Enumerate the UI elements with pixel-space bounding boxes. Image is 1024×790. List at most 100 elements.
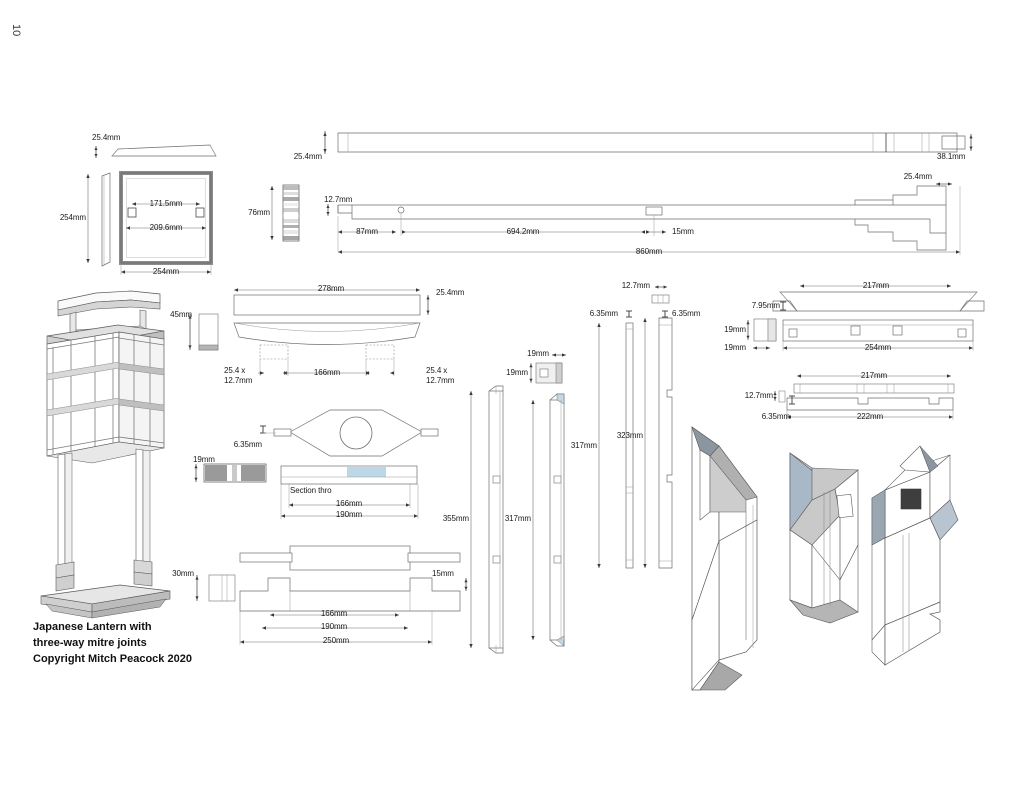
label-cap-width: 254mm (152, 267, 180, 276)
dim-rail-top-height (323, 131, 327, 154)
dim-base-217 (797, 374, 951, 378)
base-rail-thin-view (793, 383, 955, 394)
laminate-stack-view (282, 184, 300, 242)
section-bar-view (280, 465, 418, 485)
label-foot-height: 30mm (172, 569, 194, 578)
dim-roof-7-95 (780, 301, 786, 311)
long-rail-top-view (337, 132, 966, 153)
dim-rail-tenon (936, 182, 952, 186)
label-slat-6-35-left: 6.35mm (589, 309, 618, 318)
cap-edge-view (111, 144, 217, 157)
label-stack-height: 76mm (248, 208, 270, 217)
slat-323-view (658, 317, 673, 569)
dim-slat-6-35-left (626, 310, 632, 318)
label-tenon-6-35: 6.35mm (233, 440, 262, 449)
post-317-view (549, 393, 565, 647)
dim-slat-317 (597, 323, 601, 568)
label-mortise-inner: 171.5mm (149, 199, 183, 208)
dim-rail-a (337, 213, 402, 252)
base-rail-notched-view (786, 397, 954, 411)
dim-roof-254 (782, 341, 974, 351)
label-foot-total: 250mm (322, 636, 350, 645)
label-post-19-h: 19mm (506, 368, 528, 377)
label-stretcher-thk: 19mm (193, 455, 215, 464)
mitre-joint-3d-right (871, 445, 959, 666)
dim-tenon-6-35 (260, 425, 276, 434)
drawing-title-block: Japanese Lantern with three-way mitre jo… (33, 620, 192, 668)
dim-cap-height (86, 174, 90, 263)
label-slat-323: 323mm (616, 431, 643, 440)
dim-curved-span (258, 359, 395, 376)
dim-post-355 (469, 391, 473, 648)
label-rail-b: 694.2mm (506, 227, 540, 236)
dim-mortise-outer (126, 226, 206, 230)
dim-curved-length (234, 288, 420, 292)
dim-cap-width (120, 264, 212, 275)
slat-section-detail (651, 294, 670, 304)
dim-base-222 (786, 410, 954, 420)
label-slat-317: 317mm (570, 441, 597, 450)
dim-rail-total (338, 186, 961, 255)
label-slat-6-35-right: 6.35mm (672, 309, 701, 318)
label-rail-tenon: 25.4mm (903, 172, 932, 181)
post-355-view (488, 385, 504, 654)
dim-roof-19-h (746, 320, 750, 340)
dim-base-12-7 (773, 390, 786, 403)
dim-stretcher-thk (194, 464, 198, 482)
dim-slat-6-35-right (662, 310, 668, 318)
title-line-3: Copyright Mitch Peacock 2020 (33, 652, 192, 665)
label-mortise-outer: 209.6mm (149, 223, 183, 232)
dim-foot-height (195, 575, 199, 601)
label-foot-step: 15mm (432, 569, 454, 578)
dim-roof-19-w (753, 346, 770, 350)
label-post-355: 355mm (442, 514, 469, 523)
label-slat-12-7: 12.7mm (621, 281, 650, 290)
label-stretcher-total: 190mm (335, 510, 363, 519)
label-curved-span: 166mm (313, 368, 341, 377)
dim-base-6-35 (789, 395, 795, 405)
label-cap-height: 254mm (59, 213, 86, 222)
label-stretcher-span: 166mm (335, 499, 363, 508)
curved-shaped-view (233, 322, 421, 360)
dim-rail-c (646, 230, 666, 234)
label-rail-top-height: 25.4mm (293, 152, 322, 161)
dim-mortise-inner (132, 202, 200, 206)
slat-317-view (625, 322, 634, 569)
stretcher-end-block (203, 463, 267, 483)
dim-foot-total (239, 611, 433, 645)
post-section-detail (535, 362, 563, 384)
dim-slat-323 (643, 318, 647, 568)
dim-roof-217-top (800, 284, 951, 288)
dim-rail-b (402, 215, 655, 236)
dim-post-19-h (529, 363, 533, 383)
label-curved-mortise-left: 25.4 x 12.7mm (224, 366, 253, 385)
curved-blank-view (233, 294, 421, 316)
dim-cap-thickness (94, 146, 98, 158)
label-curved-mortise-right: 25.4 x 12.7mm (426, 366, 455, 385)
title-line-1: Japanese Lantern with (33, 621, 152, 633)
label-base-6-35: 6.35mm (761, 412, 790, 421)
label-base-222: 222mm (856, 412, 884, 421)
dim-rail-end-width (969, 134, 973, 151)
label-roof-254: 254mm (864, 343, 892, 352)
label-rail-end-width: 38.1mm (937, 152, 966, 161)
label-curved-thickness: 25.4mm (436, 288, 465, 297)
roof-rail-end-block (753, 318, 777, 342)
cap-side-profile (101, 172, 111, 267)
small-block-45 (198, 313, 219, 351)
label-post-317: 317mm (504, 514, 531, 523)
label-section-thro: Section thro (290, 486, 332, 495)
dim-slat-12-7 (655, 285, 667, 289)
label-roof-7-95: 7.95mm (751, 301, 780, 310)
dim-stretcher-total (280, 484, 419, 519)
dim-curved-thickness (426, 295, 430, 315)
label-rail-shoulder: 12.7mm (324, 195, 353, 204)
dim-stack-height (270, 186, 274, 240)
roof-rail-mitre-view (772, 291, 985, 312)
lantern-assembly-3d (40, 290, 171, 619)
label-rail-c: 15mm (672, 227, 694, 236)
label-base-217: 217mm (860, 371, 888, 380)
label-rail-total: 860mm (635, 247, 663, 256)
